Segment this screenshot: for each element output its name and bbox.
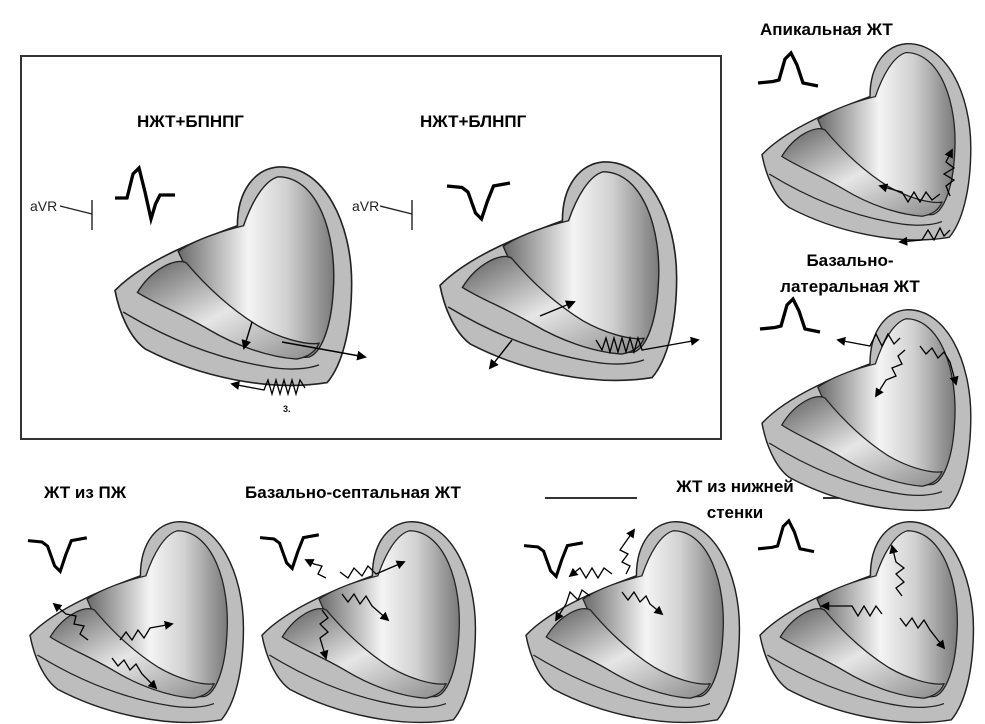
ecg-inferior-vt-left: [522, 541, 585, 578]
title-rv-vt: ЖТ из ПЖ: [44, 483, 127, 502]
zigzag-right-3: [595, 335, 700, 355]
zigzag-left-3: [230, 377, 306, 397]
avr-lead-line-right: [379, 200, 413, 230]
title-svt-rbbb: НЖТ+БПНПГ: [137, 112, 244, 131]
title-svt-lbbb: НЖТ+БЛНПГ: [420, 112, 527, 131]
title-apical-vt: Апикальная ЖТ: [760, 20, 893, 39]
ecg-apical-vt: [756, 51, 820, 88]
heart-rv-vt: [29, 521, 245, 724]
title-rule-left: [545, 497, 637, 499]
heart-svt-rbbb: [114, 166, 353, 387]
title-inferior-wall-vt: ЖТ из нижней стенки: [676, 477, 794, 522]
lead-label-avr-right: aVR: [352, 198, 380, 214]
ecg-basal-lateral-vt: [758, 297, 822, 334]
heart-inferior-vt-left: [525, 521, 741, 724]
heart-inferior-vt-right: [759, 521, 975, 724]
comparison-panel-frame: [20, 55, 722, 440]
lead-label-avr-left: aVR: [30, 198, 58, 214]
arrow-number-left-3: 3.: [283, 404, 291, 414]
heart-apical-vt: [761, 42, 972, 241]
ecg-basal-septal-vt: [258, 533, 321, 570]
ecg-rv-vt: [26, 536, 89, 573]
avr-lead-line-left: [59, 200, 93, 230]
ecg-svt-lbbb: [445, 181, 512, 221]
title-basal-lateral-vt: Базально- латеральная ЖТ: [780, 251, 920, 296]
heart-basal-septal-vt: [261, 521, 477, 724]
ecg-svt-rbbb: [113, 166, 177, 221]
title-basal-septal-vt: Базально-септальная ЖТ: [245, 483, 461, 502]
heart-basal-lateral-vt: [761, 309, 972, 512]
ecg-inferior-vt-right: [756, 519, 816, 554]
